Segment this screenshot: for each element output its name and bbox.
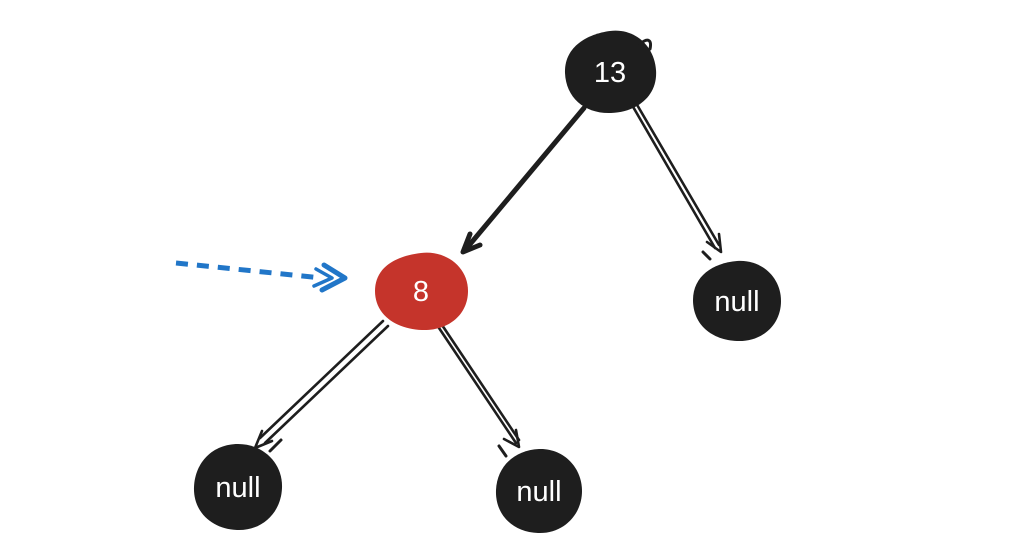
node-root-13-shape — [564, 30, 657, 114]
edge-13-to-right-null-overshoot-flick — [701, 250, 712, 261]
node-left-8-label: 8 — [413, 276, 429, 308]
node-root-13-label: 13 — [594, 57, 626, 89]
edge-8-to-right-null-line-a — [433, 320, 518, 445]
node-root-13: 13 — [564, 30, 657, 114]
node-left-left-null-shape — [193, 444, 283, 531]
insertion-pointer-arrowhead-inner — [312, 267, 334, 288]
node-left-left-null-label: null — [215, 472, 260, 504]
node-root-13-sketch-flick — [638, 38, 652, 51]
node-left-8-shape — [375, 252, 468, 331]
node-left-8: 8 — [375, 252, 468, 331]
node-left-left-null: null — [193, 444, 283, 531]
node-left-right-null-shape — [495, 448, 582, 534]
edge-8-to-left-null-line-a — [258, 319, 385, 440]
node-left-right-null: null — [495, 448, 582, 534]
edge-13-to-right-null-line-b — [634, 101, 721, 247]
edge-8-to-right-null-overshoot-flick — [497, 444, 508, 458]
edge-13-to-right-null-line-a — [630, 103, 717, 250]
edge-13-to-8-arrowhead — [460, 231, 483, 255]
node-left-right-null-label: null — [516, 476, 561, 508]
insertion-pointer-arrowhead — [319, 262, 348, 293]
edge-8-to-right-null-line-b — [436, 317, 521, 442]
edge-13-to-right-null — [630, 101, 723, 261]
edge-13-to-8 — [460, 105, 587, 255]
edge-13-to-8-line — [463, 105, 587, 252]
edge-8-to-left-null-line-b — [263, 324, 390, 445]
insertion-pointer-arrow — [175, 260, 348, 293]
edge-8-to-right-null — [433, 317, 521, 458]
edge-8-to-left-null-overshoot-flick — [268, 438, 283, 453]
insertion-pointer-dashed-line — [175, 260, 323, 281]
edge-13-to-right-null-arrowhead — [705, 232, 723, 254]
edge-8-to-right-null-arrowhead — [502, 428, 521, 449]
node-right-null-label: null — [714, 286, 759, 318]
node-right-null-shape — [693, 260, 781, 342]
node-right-null: null — [693, 260, 781, 342]
edge-8-to-left-null — [253, 319, 390, 453]
